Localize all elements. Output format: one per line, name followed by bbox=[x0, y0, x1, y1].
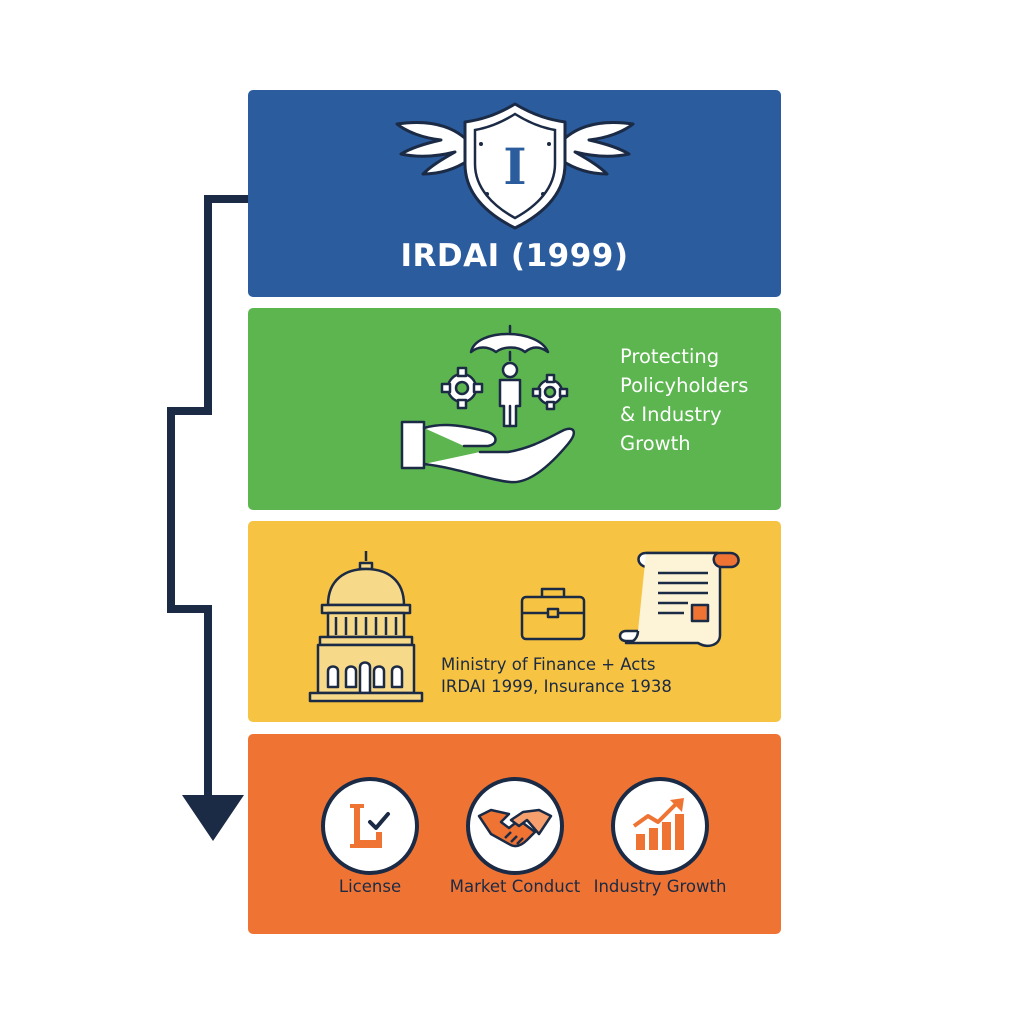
function-label-license: License bbox=[338, 877, 402, 896]
mission-statement: Protecting Policyholders & Industry Grow… bbox=[620, 345, 749, 455]
function-label-market-conduct: Market Conduct bbox=[449, 877, 581, 896]
hand-umbrella-person-gears-icon bbox=[400, 324, 576, 484]
flow-arrow bbox=[167, 195, 249, 841]
functions-panel: License Market Conduct Industry Growth bbox=[248, 734, 781, 934]
winged-shield-icon: I bbox=[395, 102, 635, 230]
parliament-building-icon bbox=[308, 551, 424, 703]
growth-chart-icon bbox=[611, 777, 709, 875]
regulator-title: IRDAI (1999) bbox=[400, 238, 629, 274]
handshake-icon bbox=[466, 777, 564, 875]
legal-framework-text: Ministry of Finance + Acts IRDAI 1999, I… bbox=[441, 655, 672, 696]
regulator-panel: I IRDAI (1999) bbox=[248, 90, 781, 297]
emblem-letter: I bbox=[503, 137, 526, 196]
arrow-head bbox=[182, 795, 244, 841]
license-check-icon bbox=[321, 777, 419, 875]
document-scroll-icon bbox=[618, 551, 740, 647]
briefcase-icon bbox=[520, 587, 586, 641]
legal-framework-panel: Ministry of Finance + Acts IRDAI 1999, I… bbox=[248, 521, 781, 722]
function-label-industry-growth: Industry Growth bbox=[593, 877, 727, 896]
mission-panel: Protecting Policyholders & Industry Grow… bbox=[248, 308, 781, 510]
